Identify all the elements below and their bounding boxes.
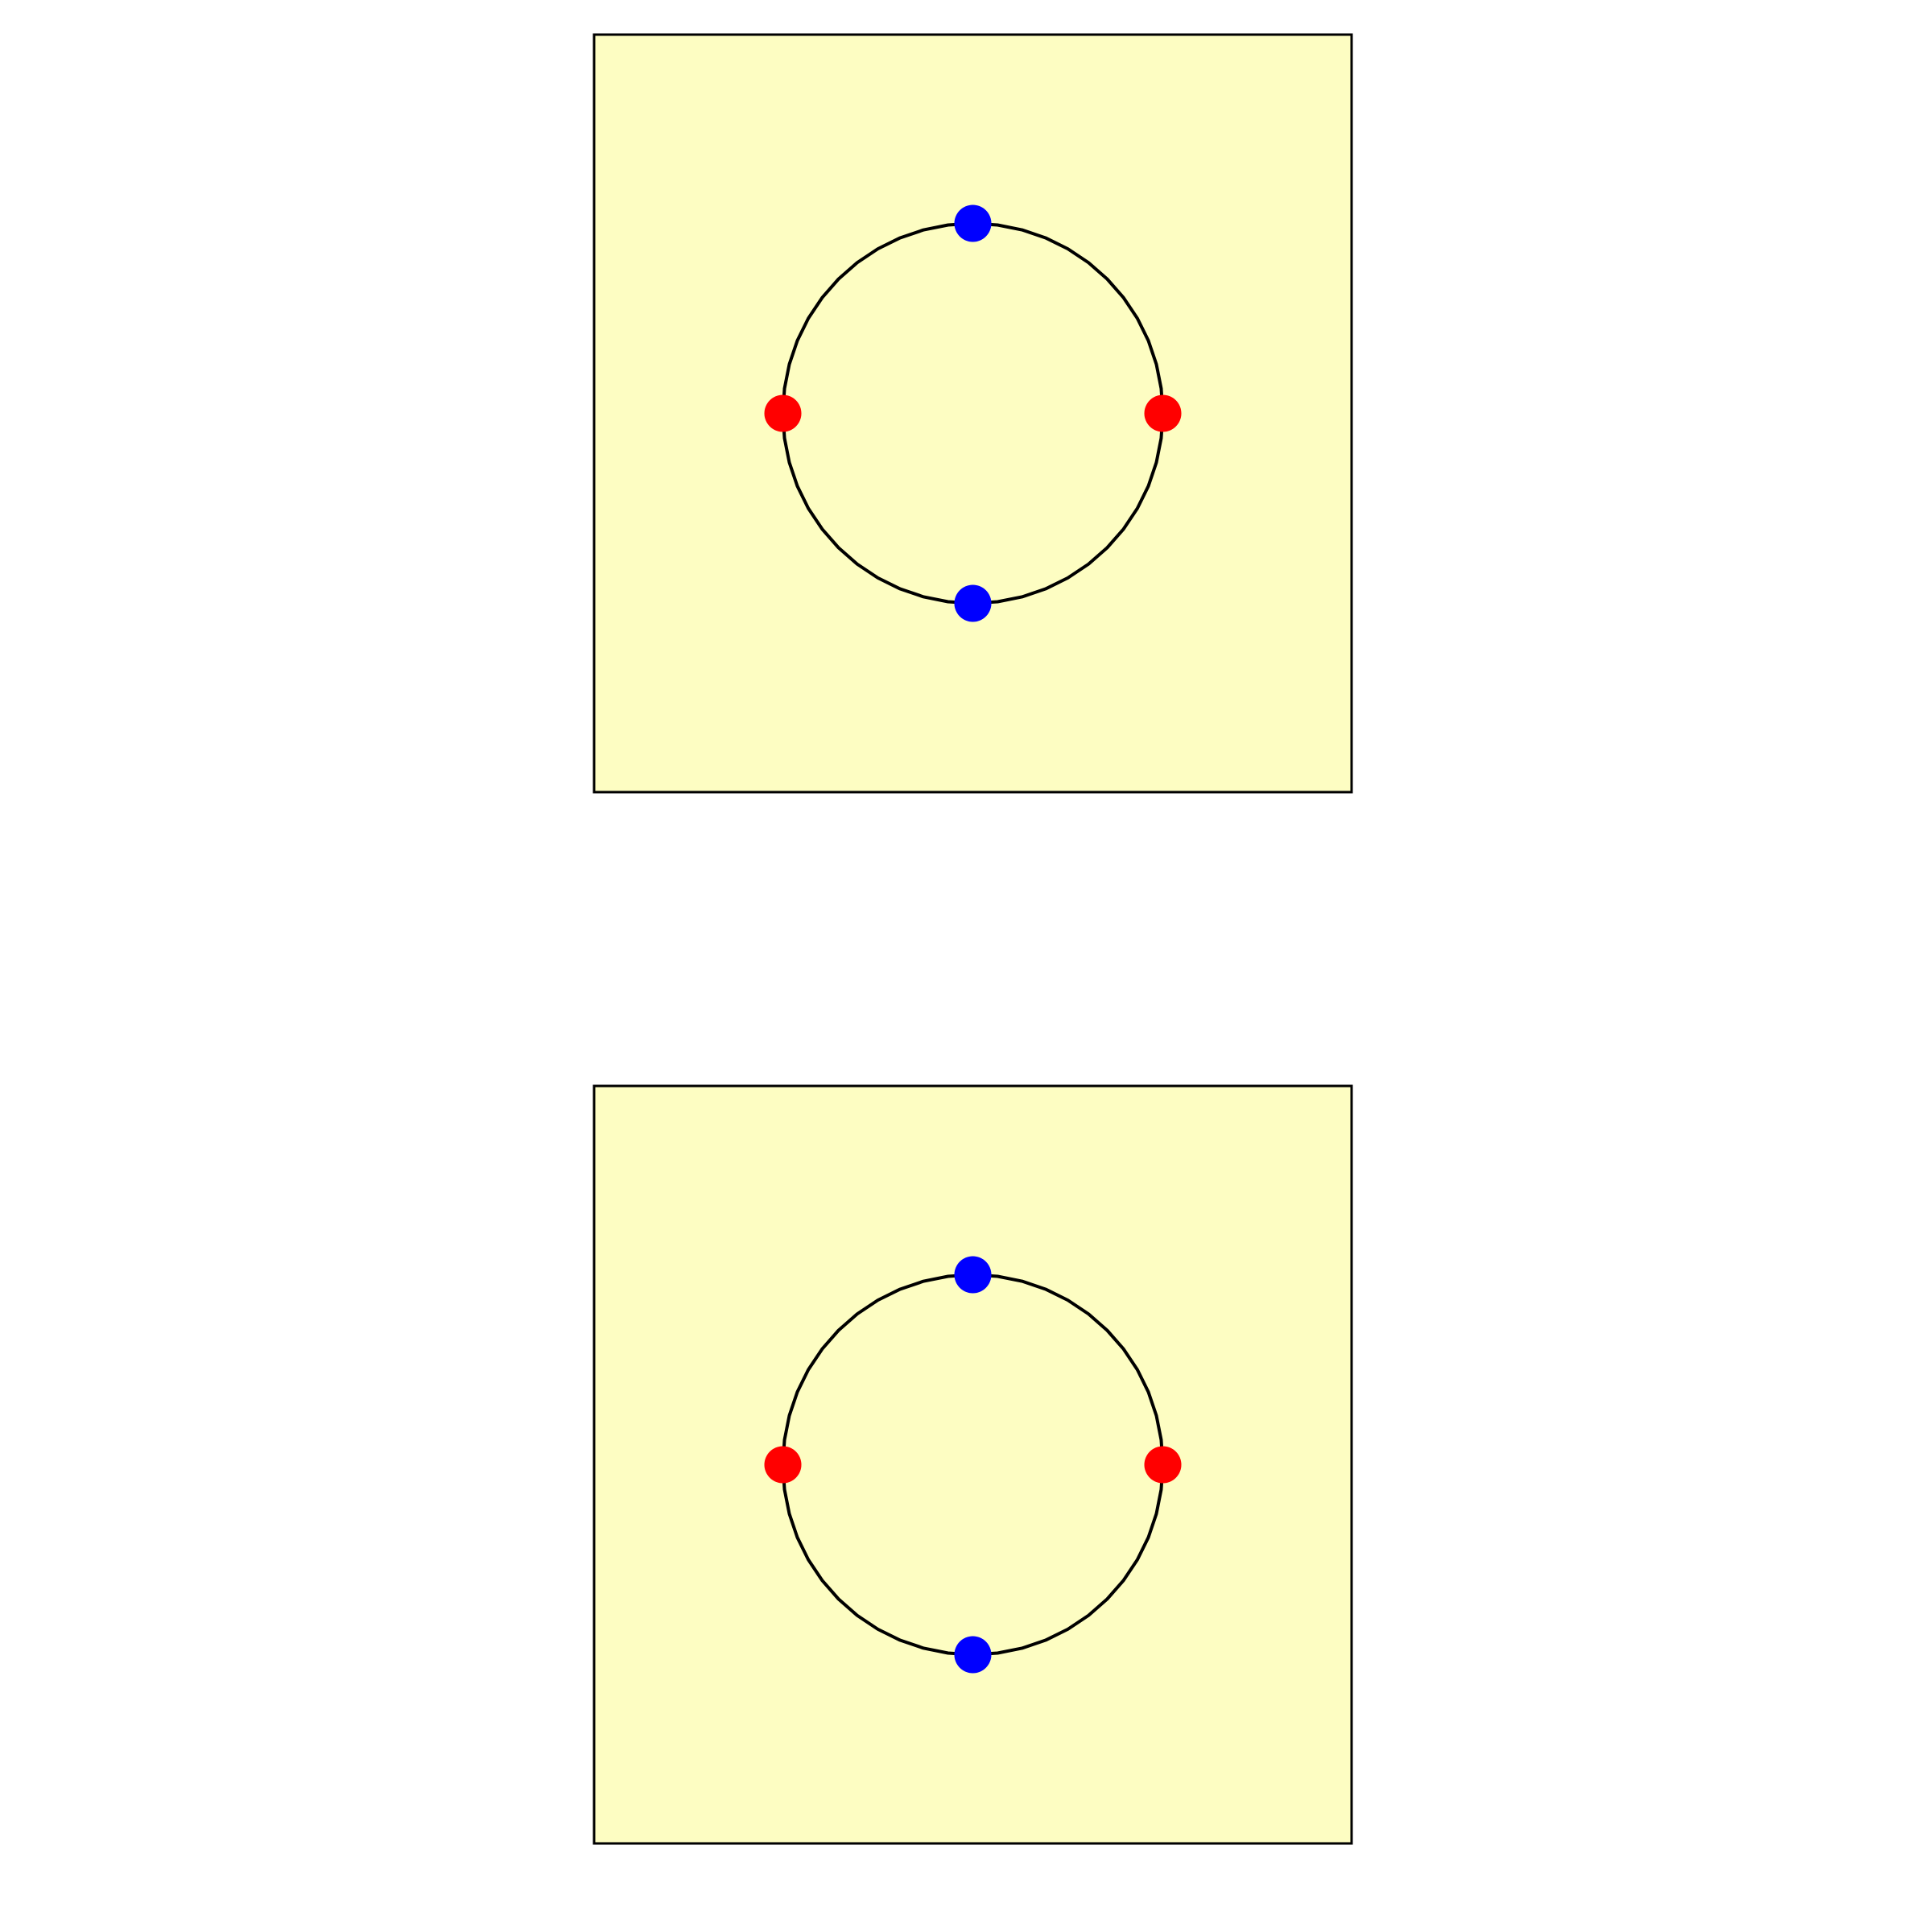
bottom-panel	[592, 1084, 1353, 1845]
left-point	[764, 394, 802, 432]
bottom-panel-points	[764, 1256, 1182, 1674]
bottom-point	[954, 584, 992, 622]
top-point	[954, 1256, 992, 1294]
top-panel	[592, 33, 1353, 794]
top-point	[954, 204, 992, 242]
right-point	[1144, 1446, 1182, 1484]
top-panel-points	[764, 204, 1182, 622]
top-panel-frame	[592, 33, 1353, 794]
bottom-panel-frame	[592, 1084, 1353, 1845]
right-point	[1144, 394, 1182, 432]
bottom-point	[954, 1636, 992, 1674]
left-point	[764, 1446, 802, 1484]
